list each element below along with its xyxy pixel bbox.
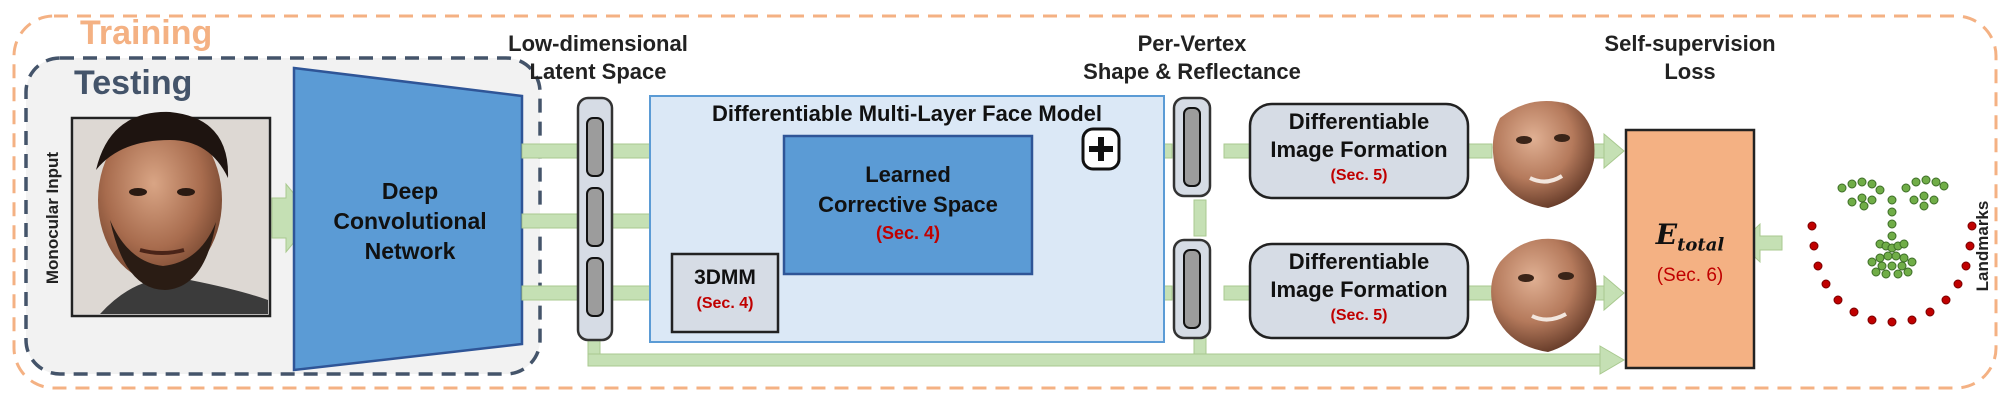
loss-label: Self-supervision Loss <box>1586 30 1794 86</box>
network-line1: Deep <box>381 178 439 204</box>
per-vertex-line1: Per-Vertex <box>1137 31 1247 56</box>
face-model-title: Differentiable Multi-Layer Face Model <box>712 101 1102 126</box>
loss-subscript: total <box>1677 234 1725 256</box>
latent-line2: Latent Space <box>529 59 667 84</box>
per-vertex-line2: Shape & Reflectance <box>1083 59 1301 84</box>
loss-formula: Etotal (Sec. 6) <box>1626 218 1754 289</box>
formation-bottom-ref: (Sec. 5) <box>1330 307 1388 324</box>
loss-box <box>1624 128 1756 370</box>
latent-label: Low-dimensional Latent Space <box>498 30 698 86</box>
loss-symbol: E <box>1655 218 1678 251</box>
per-vertex-column-top <box>1172 96 1212 198</box>
input-side-label: Monocular Input <box>43 152 62 285</box>
formation-top-line1: Differentiable <box>1288 109 1430 134</box>
formation-bottom-box <box>1248 242 1470 340</box>
loss-line2: Loss <box>1664 59 1716 84</box>
training-title: Training <box>80 14 213 52</box>
dmm-box <box>670 252 780 334</box>
latent-space-column <box>576 96 614 342</box>
network-line3: Network <box>364 238 456 264</box>
corrective-line2: Corrective Space <box>818 192 998 217</box>
training-region <box>12 14 1998 390</box>
formation-bottom-line2: Image Formation <box>1270 277 1448 302</box>
per-vertex-label: Per-Vertex Shape & Reflectance <box>1082 30 1302 86</box>
rendered-face-bottom <box>1491 238 1597 352</box>
plus-icon <box>1081 127 1121 171</box>
latent-line1: Low-dimensional <box>508 31 688 56</box>
testing-title: Testing <box>74 64 193 102</box>
landmarks-side-label: Landmarks <box>1973 201 1992 292</box>
dmm-ref: (Sec. 4) <box>696 295 754 312</box>
network-line2: Convolutional <box>333 208 487 234</box>
corrective-line1: Learned <box>865 162 951 187</box>
formation-top-ref: (Sec. 5) <box>1330 167 1388 184</box>
landmark-dots <box>1807 175 1977 327</box>
formation-top-box <box>1248 102 1470 200</box>
loss-line1: Self-supervision <box>1604 31 1776 56</box>
network-label: Deep Convolutional Network <box>306 176 514 266</box>
corrective-ref: (Sec. 4) <box>875 223 941 243</box>
formation-top-line2: Image Formation <box>1270 137 1448 162</box>
loss-ref: (Sec. 6) <box>1656 264 1724 286</box>
corrective-space-label: Learned Corrective Space (Sec. 4) <box>784 160 1032 246</box>
rendered-face-top <box>1492 101 1595 208</box>
formation-top-label: Differentiable Image Formation (Sec. 5) <box>1250 108 1468 188</box>
formation-bottom-line1: Differentiable <box>1288 249 1430 274</box>
formation-bottom-label: Differentiable Image Formation (Sec. 5) <box>1250 248 1468 328</box>
network-trapezoid <box>292 66 524 372</box>
dmm-label: 3DMM (Sec. 4) <box>672 264 778 316</box>
input-face-photo <box>70 111 272 318</box>
dmm-title: 3DMM <box>694 266 756 289</box>
corrective-space-box <box>782 134 1034 276</box>
per-vertex-column-bottom <box>1172 238 1212 340</box>
